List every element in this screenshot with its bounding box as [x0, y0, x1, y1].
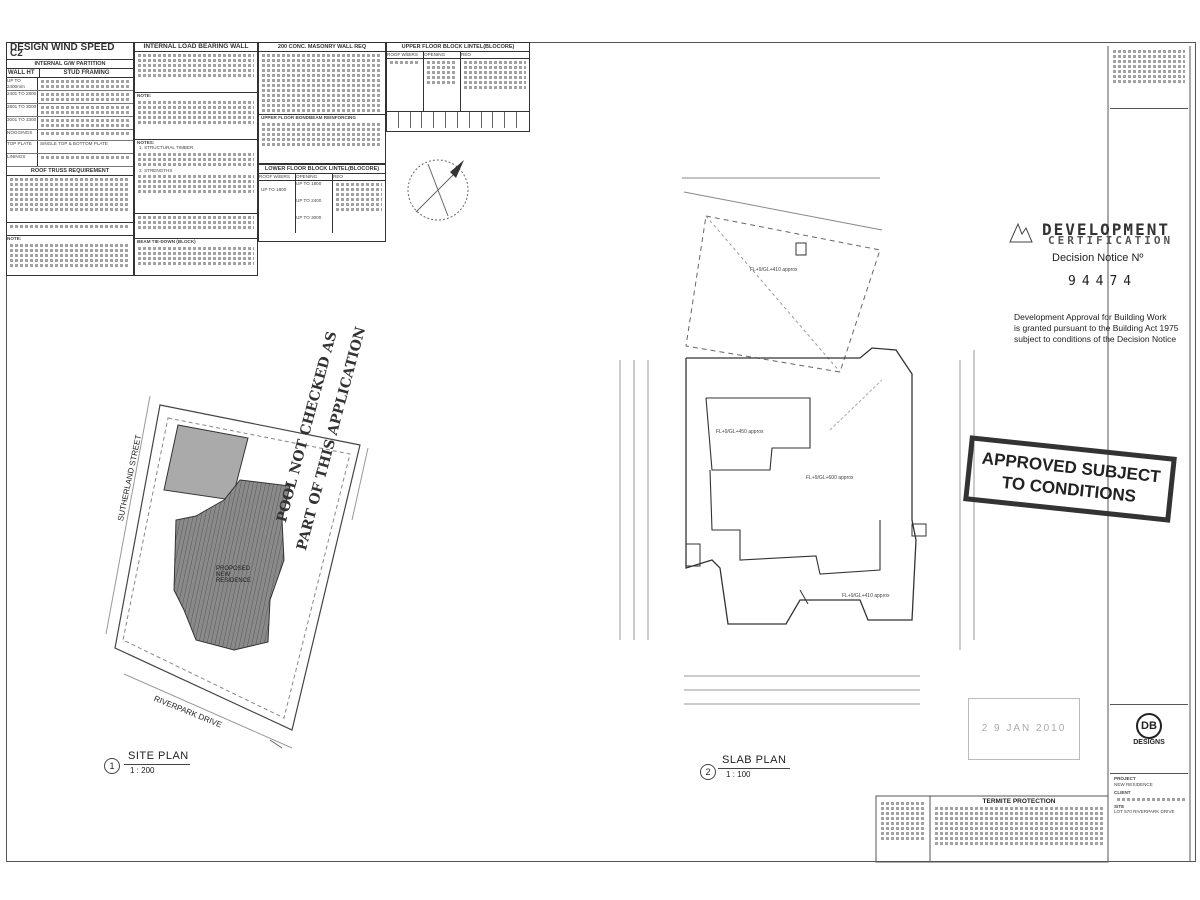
site-plan-title: SITE PLAN	[128, 750, 189, 762]
masonry-title: 200 CONC. MASONRY WALL REQ	[259, 43, 385, 52]
decision-notice-label: Decision Notice Nº	[1052, 252, 1144, 264]
wall-row: UP TO 2400mm	[7, 78, 38, 90]
logo-mark: DB	[1136, 713, 1162, 739]
lower-row: UP TO 1800	[296, 180, 322, 186]
certification-brand: DEVELOPMENT	[1042, 220, 1170, 239]
upper-col: REO	[461, 52, 471, 57]
col-wall-ht: WALL HT	[7, 69, 40, 77]
masonry-table: 200 CONC. MASONRY WALL REQ UPPER FLOOR B…	[258, 42, 386, 164]
proposed-residence-label: PROPOSED NEW RESIDENCE	[216, 566, 252, 584]
wind-speed-table: DESIGN WIND SPEED C2 INTERNAL G/W PARTIT…	[6, 42, 134, 276]
slab-plan-drawing	[619, 177, 975, 705]
upper-lintel-title: UPPER FLOOR BLOCK LINTEL(BLOCORE)	[387, 43, 529, 52]
slab-plan-title: SLAB PLAN	[722, 754, 787, 766]
termite-title: TERMITE PROTECTION	[982, 798, 1056, 805]
project-value: NEW RESIDENCE	[1114, 781, 1153, 787]
decision-notice-number: 94474	[1068, 274, 1138, 289]
certification-mark-icon	[1009, 222, 1033, 243]
load-wall-title: INTERNAL LOAD BEARING WALL	[135, 43, 257, 52]
approval-text-line2: is granted pursuant to the Building Act …	[1014, 323, 1179, 333]
site-value: LOT 570 RIVERPARK DRIVE	[1114, 809, 1175, 815]
company-name: DESIGNS	[1133, 739, 1165, 746]
sheet-border	[6, 42, 1196, 862]
lower-lintel-title: LOWER FLOOR BLOCK LINTEL(BLOCORE)	[259, 165, 385, 174]
wind-table-title: DESIGN WIND SPEED C2	[7, 43, 133, 60]
top-plate-label: TOP PLATE	[7, 141, 38, 153]
north-point-symbol	[407, 159, 469, 221]
wall-row: 3001 TO 3300	[7, 117, 38, 129]
roof-truss-heading: ROOF TRUSS REQUIREMENT	[7, 167, 133, 176]
date-stamp-text: 2 9 JAN 2010	[981, 723, 1067, 734]
wind-table-subtitle: INTERNAL G/W PARTITION	[7, 60, 133, 69]
note-item: 2. STRENGTHS	[139, 167, 173, 173]
titleblock-project: PROJECT NEW RESIDENCE CLIENT SITE LOT 57…	[1114, 776, 1188, 815]
upper-col: OPENING	[424, 52, 461, 58]
date-stamp: 2 9 JAN 2010	[968, 698, 1080, 760]
approval-text-line3: subject to conditions of the Decision No…	[1014, 334, 1177, 344]
proposed-residence-footprint	[173, 479, 291, 651]
load-notes-label: NOTE:	[137, 93, 152, 98]
wind-note-label: NOTE:	[7, 236, 22, 241]
lower-col: OPENING	[296, 174, 333, 180]
client-label: CLIENT	[1114, 790, 1131, 796]
beam-tiedown-label: BEAM TIE-DOWN (BLOCK)	[137, 239, 196, 245]
lower-row: UP TO 2400	[296, 197, 322, 203]
slab-fl-label-4: FL+9/GL+410 approx	[842, 593, 890, 599]
site-label: SITE	[1114, 803, 1125, 809]
col-stud-framing: STUD FRAMING	[63, 70, 110, 76]
titleblock-logo: DB DESIGNS	[1110, 704, 1188, 774]
top-plate-value: SINGLE TOP & BOTTOM PLATE	[40, 141, 108, 146]
approval-text-line1: Development Approval for Building Work	[1014, 312, 1167, 322]
lower-col: ROOF W/BIRS	[259, 174, 296, 180]
lower-col: REO	[333, 174, 343, 179]
site-plan-number: 1	[104, 758, 120, 774]
site-plan-scale: 1 : 200	[130, 766, 155, 775]
lower-row: UP TO 3000	[296, 214, 322, 220]
upper-lintel-table: UPPER FLOOR BLOCK LINTEL(BLOCORE) ROOF W…	[386, 42, 530, 132]
linings-label: LININGS	[7, 154, 38, 166]
termite-protection-box: TERMITE PROTECTION	[932, 798, 1106, 847]
note-item: 1. STRUCTURAL TIMBER	[139, 145, 194, 151]
slab-fl-label-1: FL+9/GL+410 approx	[750, 267, 798, 273]
titleblock-notes	[1110, 48, 1188, 109]
project-label: PROJECT	[1114, 776, 1136, 781]
certification-brand2: CERTIFICATION	[1048, 234, 1174, 247]
wall-row: 2801 TO 3000	[7, 104, 38, 116]
noggings-label: NOGGINGS	[7, 130, 38, 140]
upper-bond-label: UPPER FLOOR BONDBEAM REINFORCING	[259, 114, 385, 121]
slab-fl-label-3: FL+9/GL+600 approx	[806, 475, 854, 481]
wall-row: 2401 TO 2800	[7, 91, 38, 103]
load-bearing-table: INTERNAL LOAD BEARING WALL NOTE: NOTES: …	[134, 42, 258, 276]
lower-lintel-table: LOWER FLOOR BLOCK LINTEL(BLOCORE) ROOF W…	[258, 164, 386, 242]
slab-plan-scale: 1 : 100	[726, 770, 751, 779]
slab-fl-label-2: FL+9/GL+450 approx	[716, 429, 764, 435]
lower-roof-cell: UP TO 1800	[259, 180, 296, 233]
load-notes2-label: NOTES:	[137, 139, 155, 145]
slab-plan-number: 2	[700, 764, 716, 780]
site-plan-drawing	[105, 395, 369, 749]
termite-side-notes	[878, 800, 928, 842]
approval-text: Development Approval for Building Work i…	[1014, 312, 1200, 345]
upper-col: ROOF W/BIRS	[387, 52, 424, 58]
